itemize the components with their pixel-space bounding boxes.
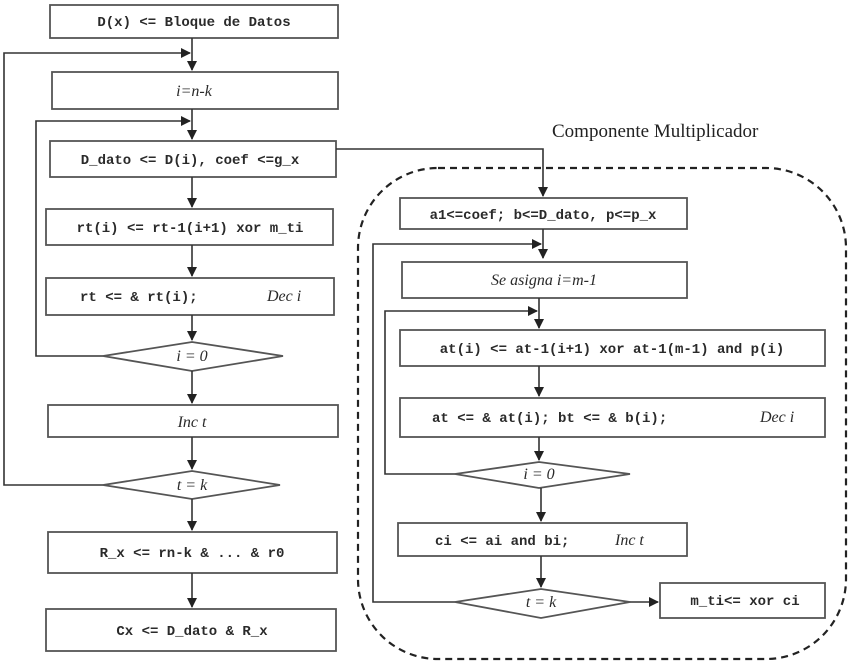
multiplier-component: Componente Multiplicador a1<=coef; b<=D_… bbox=[356, 121, 848, 661]
component-boundary bbox=[356, 166, 848, 661]
cond-i-label: i = 0 bbox=[176, 348, 207, 365]
load-data-box: D_dato <= D(i), coef <=g_x bbox=[49, 140, 337, 178]
cond-t-label: t = k bbox=[177, 477, 208, 494]
init-i-box: i=n-k bbox=[51, 71, 339, 110]
mult-at-xor-label: at(i) <= at-1(i+1) xor at-1(m-1) and p(i… bbox=[440, 342, 784, 358]
rt-xor-box: rt(i) <= rt-1(i+1) xor m_ti bbox=[45, 208, 334, 246]
mult-init-box: a1<=coef; b<=D_dato, p<=p_x bbox=[399, 197, 688, 230]
mult-assign-label: Se asigna i=m-1 bbox=[491, 272, 597, 289]
mult-concat-dec-label: Dec i bbox=[759, 409, 794, 426]
outer-loop-arrow bbox=[3, 48, 191, 486]
rt-concat-box: rt <= & rt(i); Dec i bbox=[45, 277, 335, 316]
inc-t-box: Inc t bbox=[47, 404, 339, 438]
mult-inner-loop-arrow bbox=[384, 306, 538, 475]
rt-concat-dec-label: Dec i bbox=[266, 288, 301, 305]
rt-concat-label: rt <= & rt(i); bbox=[80, 290, 198, 306]
init-i-label: i=n-k bbox=[176, 83, 213, 100]
mult-cond-i-label: i = 0 bbox=[523, 466, 554, 483]
inc-t-label: Inc t bbox=[177, 414, 207, 431]
rx-concat-label: R_x <= rn-k & ... & r0 bbox=[100, 546, 285, 562]
mult-cond-i-diamond: i = 0 bbox=[454, 461, 631, 489]
rx-concat-box: R_x <= rn-k & ... & r0 bbox=[47, 531, 338, 574]
mult-ci-label: ci <= ai and bi; bbox=[435, 534, 569, 550]
main-flow: D(x) <= Bloque de Datos i=n-k D_dato <= … bbox=[3, 4, 339, 652]
cx-out-box: Cx <= D_dato & R_x bbox=[45, 608, 337, 652]
load-block-label: D(x) <= Bloque de Datos bbox=[97, 15, 290, 31]
mult-concat-label: at <= & at(i); bt <= & b(i); bbox=[432, 411, 667, 427]
cond-i-diamond: i = 0 bbox=[102, 341, 284, 372]
mult-mti-box: m_ti<= xor ci bbox=[659, 582, 826, 619]
mult-ci-inc-label: Inc t bbox=[614, 532, 644, 549]
component-title: Componente Multiplicador bbox=[552, 121, 759, 142]
mult-cond-t-diamond: t = k bbox=[454, 588, 631, 619]
load-data-label: D_dato <= D(i), coef <=g_x bbox=[81, 153, 300, 169]
cond-t-diamond: t = k bbox=[102, 470, 281, 500]
load-block-box: D(x) <= Bloque de Datos bbox=[49, 4, 339, 39]
mult-cond-t-label: t = k bbox=[526, 594, 557, 611]
rt-xor-label: rt(i) <= rt-1(i+1) xor m_ti bbox=[77, 221, 304, 237]
mult-mti-label: m_ti<= xor ci bbox=[690, 594, 799, 610]
mult-init-label: a1<=coef; b<=D_dato, p<=p_x bbox=[430, 208, 657, 224]
mult-ci-box: ci <= ai and bi; Inc t bbox=[397, 522, 688, 557]
cx-out-label: Cx <= D_dato & R_x bbox=[116, 624, 268, 640]
mult-at-xor-box: at(i) <= at-1(i+1) xor at-1(m-1) and p(i… bbox=[399, 329, 826, 367]
mult-concat-box: at <= & at(i); bt <= & b(i); Dec i bbox=[399, 397, 826, 438]
to-multiplier-arrow bbox=[336, 148, 548, 197]
inner-loop-arrow bbox=[35, 116, 191, 357]
mult-assign-box: Se asigna i=m-1 bbox=[401, 261, 688, 299]
mult-outer-loop-arrow bbox=[372, 239, 542, 603]
